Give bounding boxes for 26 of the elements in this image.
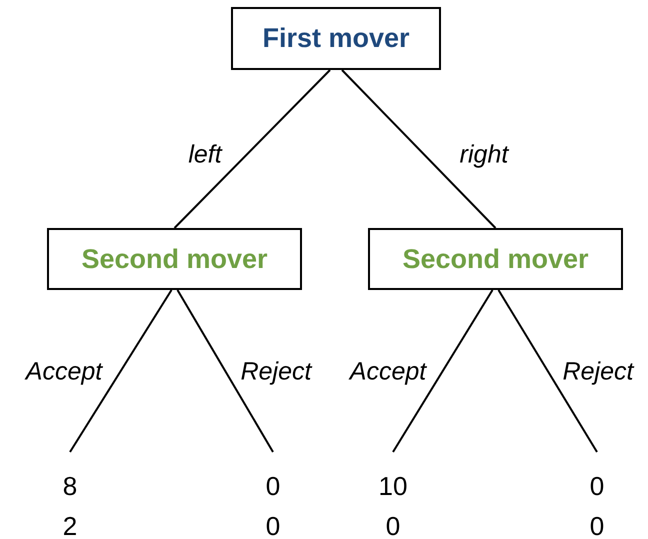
edge-label: Reject <box>562 358 634 386</box>
branch-line <box>341 69 496 229</box>
edge-label: Accept <box>26 358 102 386</box>
player-box <box>231 7 441 70</box>
player-box <box>368 228 623 290</box>
payoff-value: 0 <box>386 510 400 539</box>
player-label: First mover <box>262 23 410 54</box>
payoff-value: 0 <box>266 470 280 503</box>
edge-label: right <box>460 140 508 170</box>
player-label: Second mover <box>402 244 589 274</box>
payoff-value: 0 <box>266 510 280 539</box>
edge-label: left <box>188 140 222 170</box>
player-box <box>47 228 302 290</box>
payoff-value: 8 <box>62 470 78 503</box>
branch-line <box>392 289 494 453</box>
branch-line <box>174 69 331 229</box>
branch-line <box>498 289 598 453</box>
edge-label: Accept <box>350 358 426 386</box>
branch-line <box>176 290 274 452</box>
branch-line <box>69 289 172 453</box>
payoff-value: 2 <box>62 510 78 539</box>
payoff-value: 0 <box>590 510 604 539</box>
edge-label: Reject <box>240 358 312 386</box>
payoff-value: 10 <box>378 470 408 503</box>
payoff-value: 0 <box>590 470 604 503</box>
player-label: Second mover <box>81 244 268 274</box>
